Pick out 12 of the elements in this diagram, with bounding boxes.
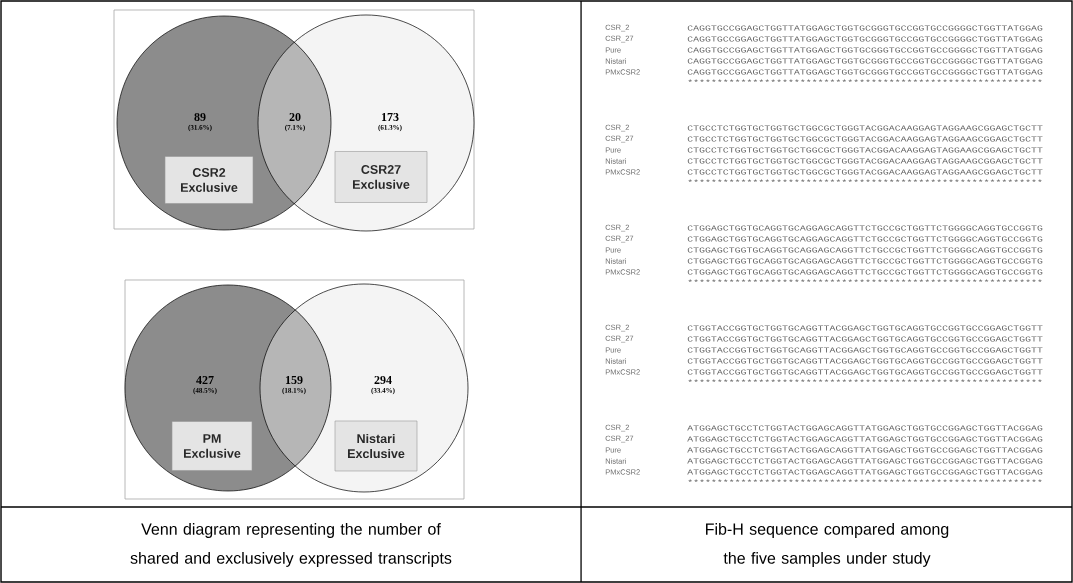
- count-label: 173: [381, 112, 399, 121]
- count-label: 89: [194, 112, 206, 122]
- count-label: 159: [285, 375, 303, 384]
- label-box: PM Exclusive: [171, 421, 253, 471]
- label-box: CSR2 Exclusive: [164, 156, 254, 204]
- label-box: CSR27 Exclusive: [334, 151, 428, 203]
- caption-text: Fib-H sequence compared among the five samples under study: [706, 523, 949, 567]
- count-label: 294: [374, 375, 392, 384]
- count-label: 427: [196, 376, 214, 384]
- label-box: Nistari Exclusive: [334, 420, 418, 472]
- caption-text: Venn diagram representing the number of shared and exclusively expressed transcripts: [130, 523, 452, 567]
- count-label: 20: [289, 112, 301, 122]
